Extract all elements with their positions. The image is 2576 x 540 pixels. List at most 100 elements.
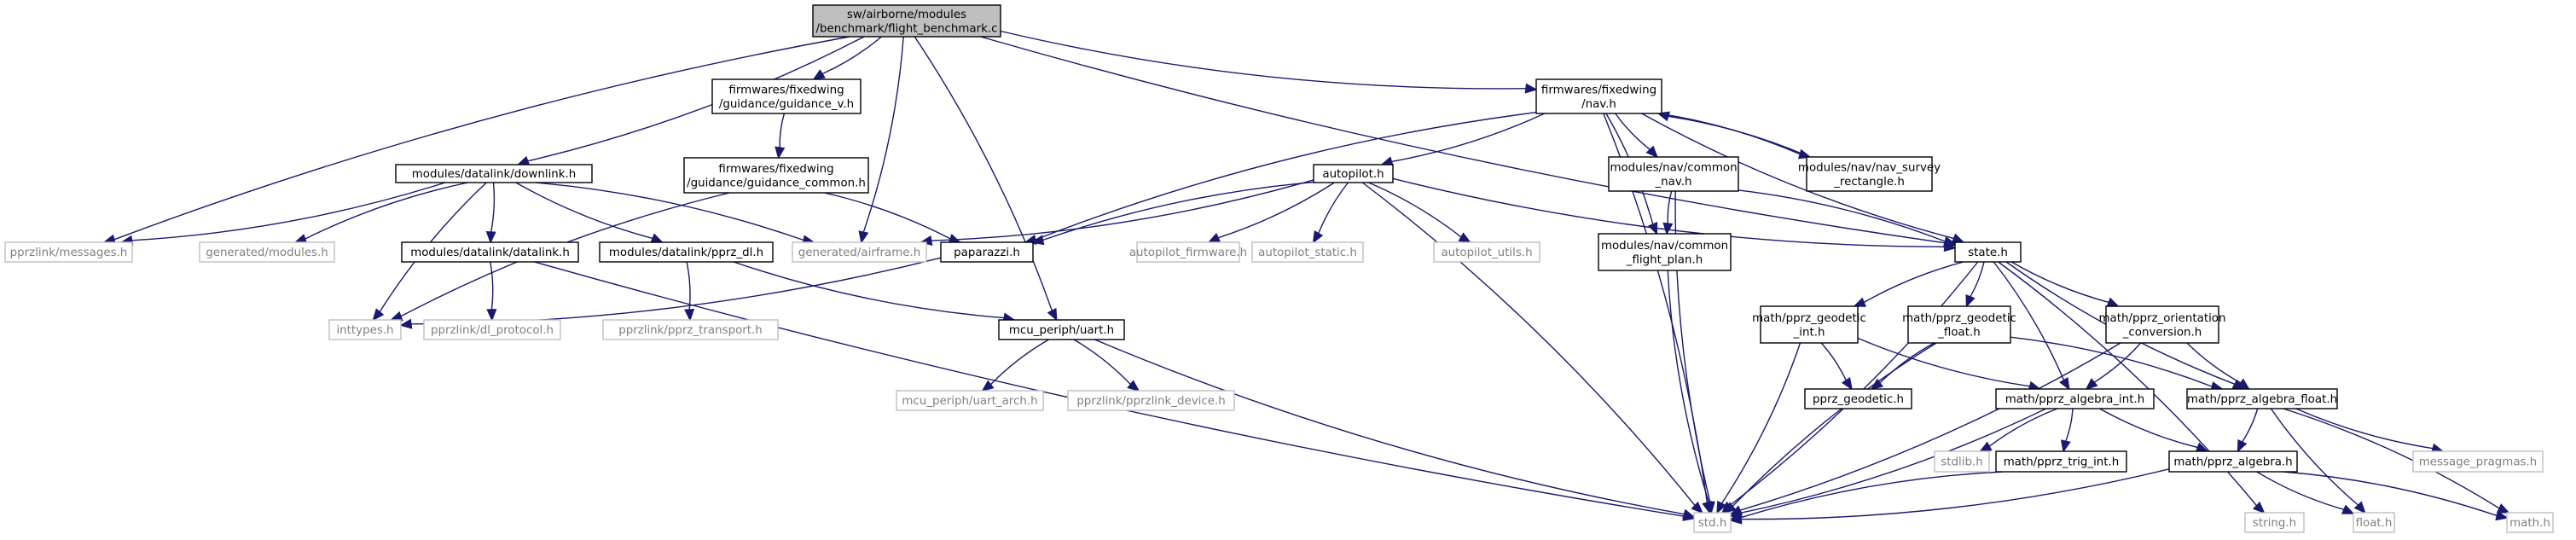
edge-arrowhead — [1127, 380, 1140, 392]
node-algebra[interactable]: math/pprz_algebra.h — [2168, 450, 2298, 473]
node-label: mcu_periph/uart_arch.h — [902, 395, 1037, 408]
node-box — [423, 319, 561, 340]
edge-arrowhead — [1841, 377, 1853, 391]
node-label: /nav.h — [1581, 98, 1616, 111]
edge-arrowhead — [1524, 83, 1538, 94]
node-box — [896, 390, 1044, 411]
edge-arrowhead — [2237, 438, 2248, 453]
node-datalink[interactable]: modules/datalink/datalink.h — [401, 241, 579, 263]
node-box — [1995, 450, 2127, 473]
node-box — [2412, 450, 2544, 473]
node-guidance_common[interactable]: firmwares/fixedwing/guidance/guidance_co… — [683, 157, 869, 194]
node-trig_int[interactable]: math/pprz_trig_int.h — [1995, 450, 2127, 473]
edge-root-to-uart — [914, 36, 1058, 322]
node-stdlib: stdlib.h — [1934, 450, 1990, 473]
node-box — [1907, 305, 2011, 344]
edge-line — [1674, 190, 1711, 503]
edge-algebra-to-math — [2283, 471, 2509, 521]
edge-orientation-to-algebra_int — [2085, 342, 2142, 391]
edge-arrowhead — [650, 233, 664, 243]
node-geodetic_int[interactable]: math/pprz_geodetic_int.h — [1752, 305, 1866, 344]
edge-arrowhead — [1716, 500, 1727, 514]
node-autopilot[interactable]: autopilot.h — [1313, 164, 1394, 183]
node-fw_nav[interactable]: firmwares/fixedwing/nav.h — [1535, 78, 1662, 114]
edge-line — [2093, 342, 2142, 383]
node-label: /benchmark/flight_benchmark.c — [816, 22, 998, 35]
node-algebra_float[interactable]: math/pprz_algebra_float.h — [2186, 388, 2338, 409]
node-gen_modules: generated/modules.h — [199, 241, 335, 263]
edge-line — [1740, 408, 2047, 514]
edge-arrowhead — [812, 69, 826, 80]
node-pprz_transport: pprzlink/pprz_transport.h — [602, 319, 779, 340]
node-label: pprzlink/dl_protocol.h — [431, 324, 554, 337]
edge-uart-to-std — [1094, 339, 1696, 520]
node-box — [1313, 164, 1394, 183]
edge-line — [980, 36, 1946, 244]
node-nav_common[interactable]: modules/nav/common_nav.h — [1608, 156, 1739, 192]
node-nav_survey[interactable]: modules/nav/nav_survey_rectangle.h — [1798, 156, 1941, 192]
node-ap_firmware: autopilot_firmware.h — [1129, 241, 1247, 263]
node-geodetic[interactable]: pprz_geodetic.h — [1804, 388, 1912, 409]
node-label: generated/modules.h — [206, 247, 328, 259]
edge-arrowhead — [2252, 501, 2266, 514]
node-label: pprzlink/pprz_transport.h — [618, 324, 763, 337]
edge-algebra_float-to-float — [2270, 408, 2366, 514]
node-label: math/pprz_algebra_int.h — [2005, 393, 2145, 406]
edge-line — [131, 182, 446, 241]
node-label: _int.h — [1793, 326, 1825, 339]
edge-root-to-gen_airframe — [858, 36, 904, 244]
edge-line — [821, 36, 882, 75]
edge-line — [733, 261, 1005, 319]
edge-arrowhead — [1853, 297, 1867, 307]
node-pprz_dl[interactable]: modules/datalink/pprz_dl.h — [599, 241, 774, 263]
node-label: /guidance/guidance_common.h — [687, 177, 866, 189]
node-math: math.h — [2506, 512, 2554, 533]
edge-line — [1993, 261, 2065, 380]
node-box — [1608, 156, 1739, 192]
node-label: generated/airframe.h — [798, 247, 921, 259]
edge-line — [2099, 408, 2198, 449]
node-label: _rectangle.h — [1833, 176, 1905, 189]
node-orientation[interactable]: math/pprz_orientation_conversion.h — [2099, 305, 2226, 344]
edge-flight_plan-to-std — [1667, 270, 1714, 514]
edge-autopilot-to-paparazzi — [1030, 181, 1314, 246]
node-box — [998, 319, 1125, 340]
edge-line — [779, 113, 786, 148]
node-box — [1598, 233, 1732, 271]
edge-algebra_int-to-stdlib — [1979, 408, 2058, 452]
node-flight_plan[interactable]: modules/nav/common_flight_plan.h — [1598, 233, 1732, 271]
edge-arrowhead — [485, 231, 496, 244]
node-algebra_int[interactable]: math/pprz_algebra_int.h — [1995, 388, 2155, 409]
node-box — [2506, 512, 2554, 533]
node-root[interactable]: sw/airborne/modules/benchmark/flight_ben… — [812, 4, 1001, 38]
node-box — [792, 241, 927, 263]
node-state[interactable]: state.h — [1954, 241, 2022, 263]
node-box — [199, 241, 335, 263]
edge-root-to-messages — [102, 36, 850, 245]
node-label: modules/nav/common — [1601, 240, 1728, 253]
node-label: math/pprz_algebra.h — [2173, 456, 2292, 469]
node-ap_static: autopilot_static.h — [1251, 241, 1364, 263]
edge-line — [490, 182, 496, 233]
edge-arrowhead — [858, 230, 869, 244]
node-label: autopilot_static.h — [1258, 247, 1357, 259]
node-paparazzi[interactable]: paparazzi.h — [940, 241, 1034, 263]
node-label: _float.h — [1937, 326, 1981, 339]
edge-line — [1035, 112, 1537, 241]
node-geodetic_float[interactable]: math/pprz_geodetic_float.h — [1902, 305, 2016, 344]
edge-paparazzi-to-inttypes — [399, 257, 942, 329]
edge-arrowhead — [2237, 378, 2250, 391]
node-guidance_v[interactable]: firmwares/fixedwing/guidance/guidance_v.… — [711, 78, 862, 114]
node-label: firmwares/fixedwing — [728, 84, 844, 96]
edge-fw_nav-to-nav_survey — [1658, 113, 1812, 160]
node-uart[interactable]: mcu_periph/uart.h — [998, 319, 1125, 340]
node-label: modules/datalink/datalink.h — [410, 247, 570, 259]
edge-line — [1000, 30, 1527, 90]
node-label: pprz_geodetic.h — [1813, 393, 1904, 406]
node-downlink[interactable]: modules/datalink/downlink.h — [395, 164, 593, 183]
node-box — [2168, 450, 2298, 473]
node-box — [1995, 388, 2155, 409]
node-messages: pprzlink/messages.h — [4, 241, 133, 263]
edge-arrowhead — [1030, 235, 1045, 246]
